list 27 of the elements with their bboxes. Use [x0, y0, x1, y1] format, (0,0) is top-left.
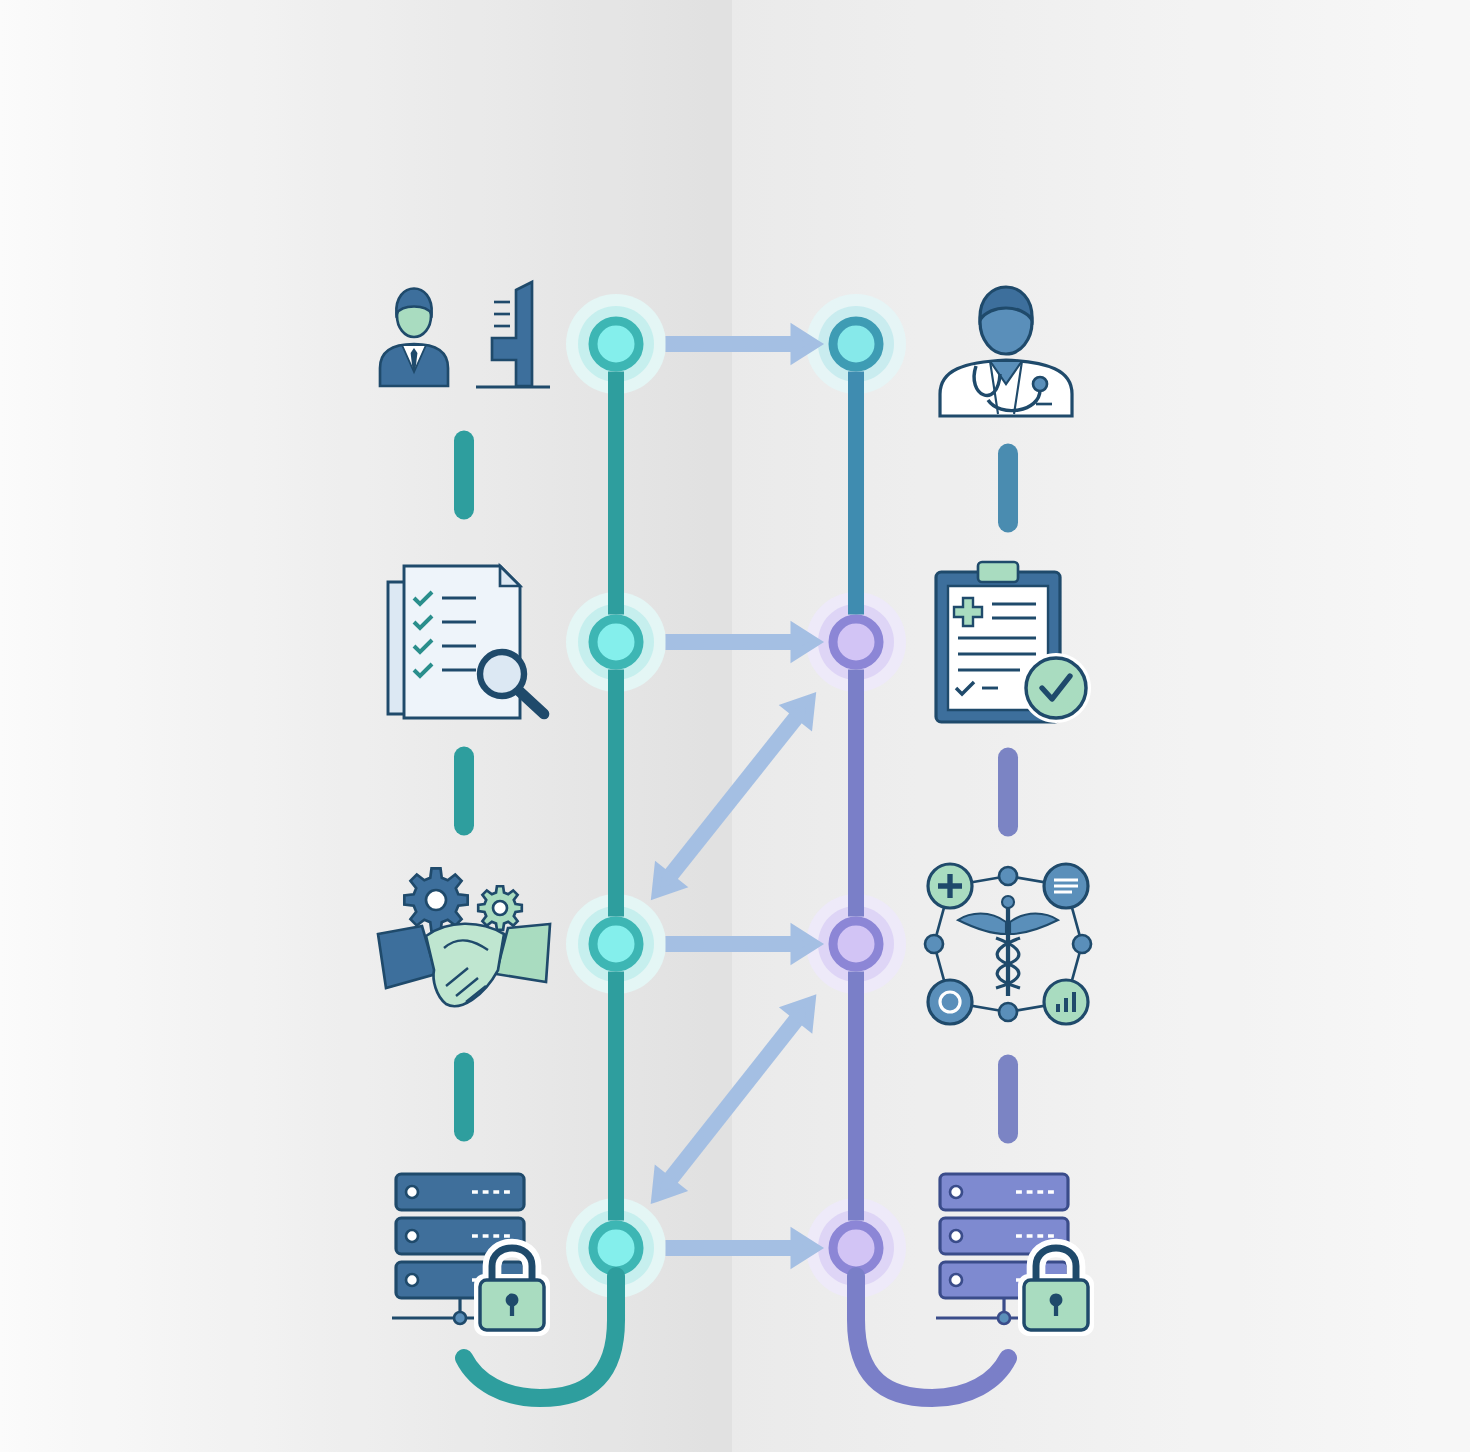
track-circle: [806, 294, 906, 394]
track-circle: [806, 1198, 906, 1298]
gears-handshake-icon: [376, 867, 552, 1008]
doctor-icon: [938, 285, 1074, 418]
dashed-connector: [998, 747, 1018, 837]
track-line: [608, 669, 624, 917]
track-circle: [566, 1198, 666, 1298]
track-circle: [566, 894, 666, 994]
server-lock-icon: [390, 1172, 550, 1336]
track-line: [608, 971, 624, 1221]
dashed-connector: [454, 746, 474, 836]
person-at-computer-icon: [378, 279, 550, 389]
track-line: [608, 371, 624, 615]
dashed-connector: [454, 1052, 474, 1142]
dashed-connector: [998, 443, 1018, 533]
track-circle: [806, 592, 906, 692]
caduceus-network-icon: [923, 862, 1093, 1026]
dashed-connector: [454, 430, 474, 520]
track-circle: [566, 592, 666, 692]
clipboard-check-icon: [934, 560, 1091, 724]
track-circle: [806, 894, 906, 994]
server-lock-icon: [934, 1172, 1094, 1336]
dashed-connector: [998, 1054, 1018, 1144]
track-line: [848, 371, 864, 615]
track-line: [848, 669, 864, 917]
track-circle: [566, 294, 666, 394]
track-line: [848, 971, 864, 1221]
